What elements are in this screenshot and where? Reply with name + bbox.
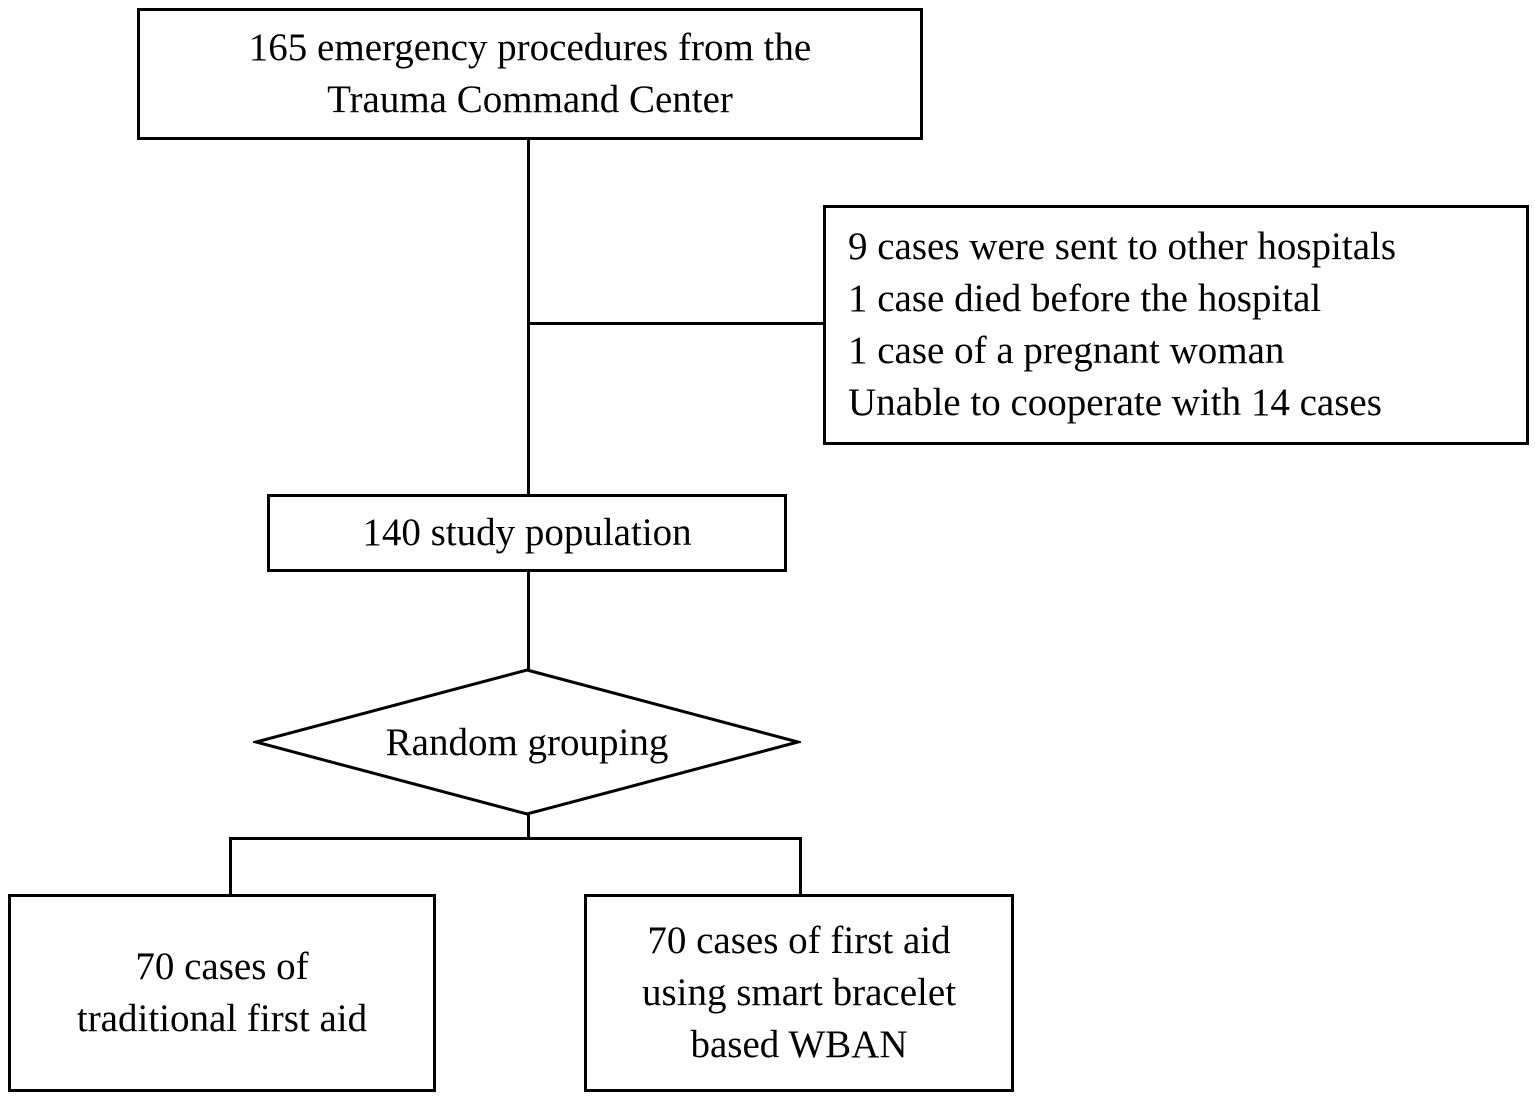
smart-bracelet-line-1: 70 cases of first aid xyxy=(647,919,951,963)
diamond-shape xyxy=(250,668,804,816)
connector-split-horizontal xyxy=(229,837,802,840)
study-population-label: 140 study population xyxy=(362,511,692,555)
connector-split-right-down xyxy=(799,837,802,896)
traditional-first-aid-box: 70 cases of traditional first aid xyxy=(8,894,436,1092)
connector-split-left-down xyxy=(229,837,232,896)
source-procedures-line-2: Trauma Command Center xyxy=(327,78,733,121)
exclusion-line-4: Unable to cooperate with 14 cases xyxy=(848,380,1382,424)
smart-bracelet-line-2: using smart bracelet xyxy=(641,971,957,1015)
smart-bracelet-line-3: based WBAN xyxy=(690,1022,908,1066)
connector-top-to-population xyxy=(527,138,530,496)
random-grouping-diamond: Random grouping xyxy=(250,668,804,816)
source-procedures-box: 165 emergency procedures from the Trauma… xyxy=(137,8,923,140)
study-population-box: 140 study population xyxy=(267,494,787,572)
exclusions-box: 9 cases were sent to other hospitals 1 c… xyxy=(823,205,1529,445)
connector-decision-down xyxy=(527,815,530,839)
smart-bracelet-first-aid-box: 70 cases of first aid using smart bracel… xyxy=(584,894,1014,1092)
traditional-first-aid-line-2: traditional first aid xyxy=(76,997,368,1040)
exclusion-line-1: 9 cases were sent to other hospitals xyxy=(848,225,1397,269)
exclusion-line-2: 1 case died before the hospital xyxy=(848,277,1322,321)
connector-population-to-decision xyxy=(527,570,530,670)
exclusion-line-3: 1 case of a pregnant woman xyxy=(848,329,1285,372)
random-grouping-label: Random grouping xyxy=(385,720,669,764)
connector-to-exclusions xyxy=(527,322,825,325)
source-procedures-line-1: 165 emergency procedures from the xyxy=(248,26,812,70)
traditional-first-aid-line-1: 70 cases of xyxy=(135,945,309,989)
